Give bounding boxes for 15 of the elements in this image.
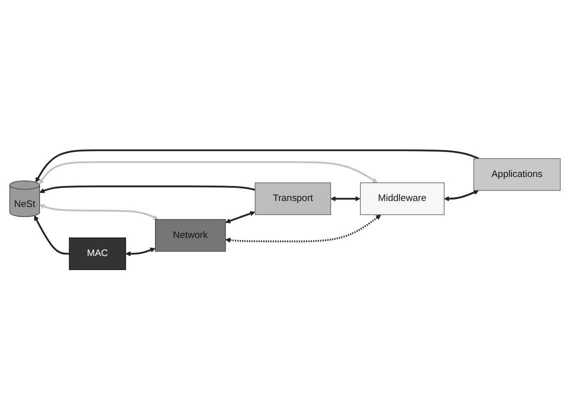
arrow bbox=[444, 190, 479, 202]
arrow bbox=[34, 215, 70, 255]
node-box: Middleware bbox=[360, 182, 444, 216]
arrow bbox=[330, 196, 360, 202]
arrow bbox=[126, 248, 156, 256]
node-box: Applications bbox=[473, 158, 561, 191]
node-box: Transport bbox=[254, 182, 332, 216]
node-box: Network bbox=[155, 219, 226, 252]
arrow bbox=[39, 204, 158, 220]
arrow bbox=[39, 185, 256, 194]
arrow bbox=[225, 214, 381, 243]
arrow bbox=[225, 211, 256, 224]
arrow bbox=[35, 149, 480, 182]
node-box: MAC bbox=[68, 238, 126, 270]
arrow bbox=[39, 161, 378, 184]
